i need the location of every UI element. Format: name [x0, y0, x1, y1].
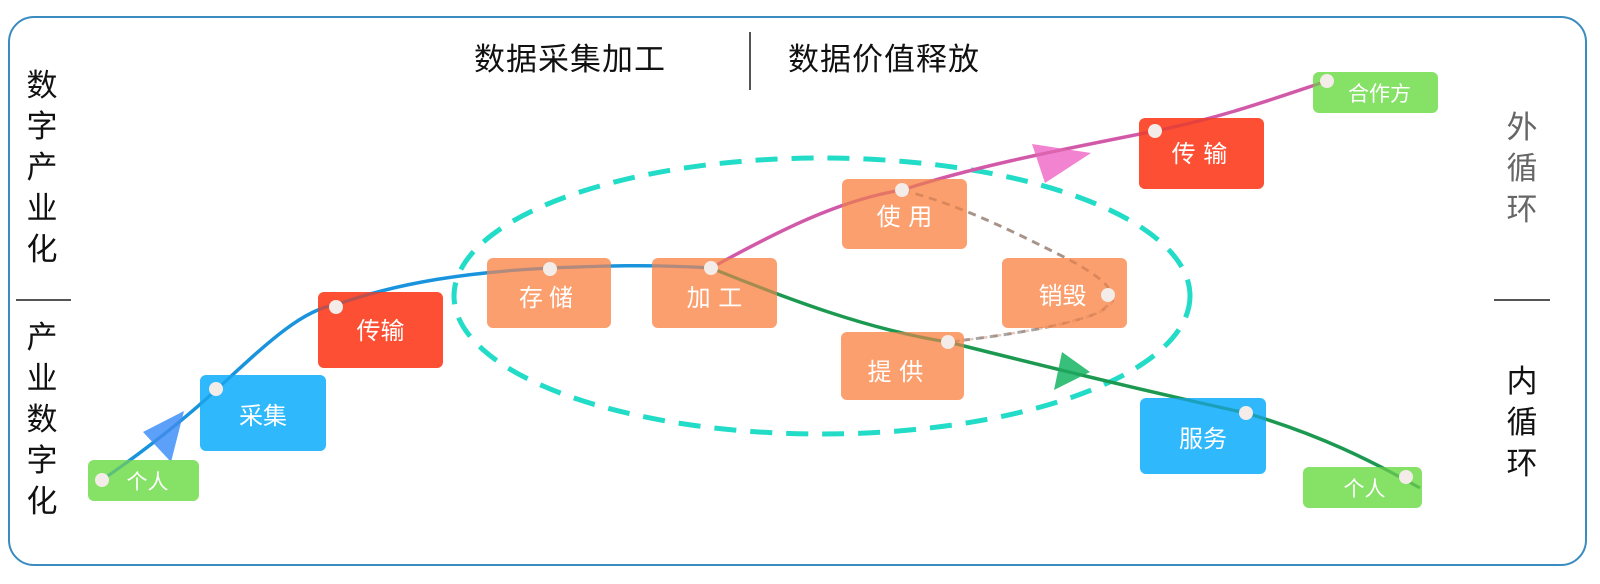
node-label: 使 用 — [876, 202, 933, 231]
char: 外 — [1506, 110, 1538, 146]
right-divider — [1494, 299, 1550, 301]
node-dot — [329, 300, 343, 314]
outer-arrow-icon — [1032, 144, 1091, 183]
node-dot — [704, 261, 718, 275]
node-label: 销毁 — [1038, 281, 1087, 310]
node-dot — [209, 382, 223, 396]
label-inner-loop: 内 循 环 — [1502, 362, 1542, 485]
char: 化 — [26, 232, 58, 268]
node-label: 传输 — [356, 316, 405, 345]
char: 环 — [1506, 446, 1538, 482]
char: 循 — [1506, 405, 1538, 441]
char: 数 — [26, 402, 58, 438]
char: 环 — [1506, 192, 1538, 228]
node-dot — [1148, 124, 1162, 138]
char: 产 — [26, 150, 58, 186]
char: 字 — [26, 443, 58, 479]
heading-data-collection: 数据采集加工 — [474, 42, 666, 78]
node-label: 传 输 — [1171, 140, 1228, 168]
node-label: 存储 — [519, 283, 579, 312]
input-arrow-icon — [143, 411, 184, 462]
node-dot — [895, 183, 909, 197]
heading-value-release: 数据价值释放 — [788, 42, 980, 78]
node-person-left[interactable]: 个人 — [88, 460, 199, 501]
node-dot — [1399, 470, 1413, 484]
char: 内 — [1506, 364, 1538, 400]
node-label: 合作方 — [1348, 81, 1411, 106]
node-label: 加 工 — [686, 283, 743, 312]
node-dot — [1320, 74, 1334, 88]
heading-divider — [749, 32, 751, 90]
char: 化 — [26, 484, 58, 520]
node-dot — [95, 473, 109, 487]
diagram-frame — [8, 16, 1587, 566]
lifecycle-ellipse — [451, 155, 1193, 437]
label-outer-loop: 外 循 环 — [1502, 108, 1542, 231]
node-dot — [941, 335, 955, 349]
node-transmit-left[interactable]: 传输 — [318, 292, 443, 368]
outer-loop-curve — [710, 79, 1328, 270]
node-label: 采集 — [239, 401, 287, 430]
left-divider — [16, 299, 71, 301]
node-dot — [1239, 406, 1253, 420]
char: 业 — [26, 191, 58, 227]
node-label: 个人 — [126, 469, 169, 494]
node-label: 个人 — [1343, 476, 1386, 501]
char: 数 — [26, 68, 58, 104]
node-label: 服务 — [1179, 424, 1227, 453]
label-digital-industrialization: 数 字 产 业 化 — [22, 66, 62, 271]
inner-arrow-icon — [1054, 352, 1090, 390]
char: 业 — [26, 361, 58, 397]
char: 产 — [26, 320, 58, 356]
char: 循 — [1506, 151, 1538, 187]
node-process[interactable]: 加 工 — [652, 258, 777, 328]
char: 字 — [26, 109, 58, 145]
node-dot — [1101, 288, 1115, 302]
node-label: 提 供 — [867, 357, 924, 386]
node-destroy[interactable]: 销毁 — [1002, 258, 1127, 328]
label-industrial-digitization: 产 业 数 字 化 — [22, 318, 62, 523]
node-dot — [543, 262, 557, 276]
